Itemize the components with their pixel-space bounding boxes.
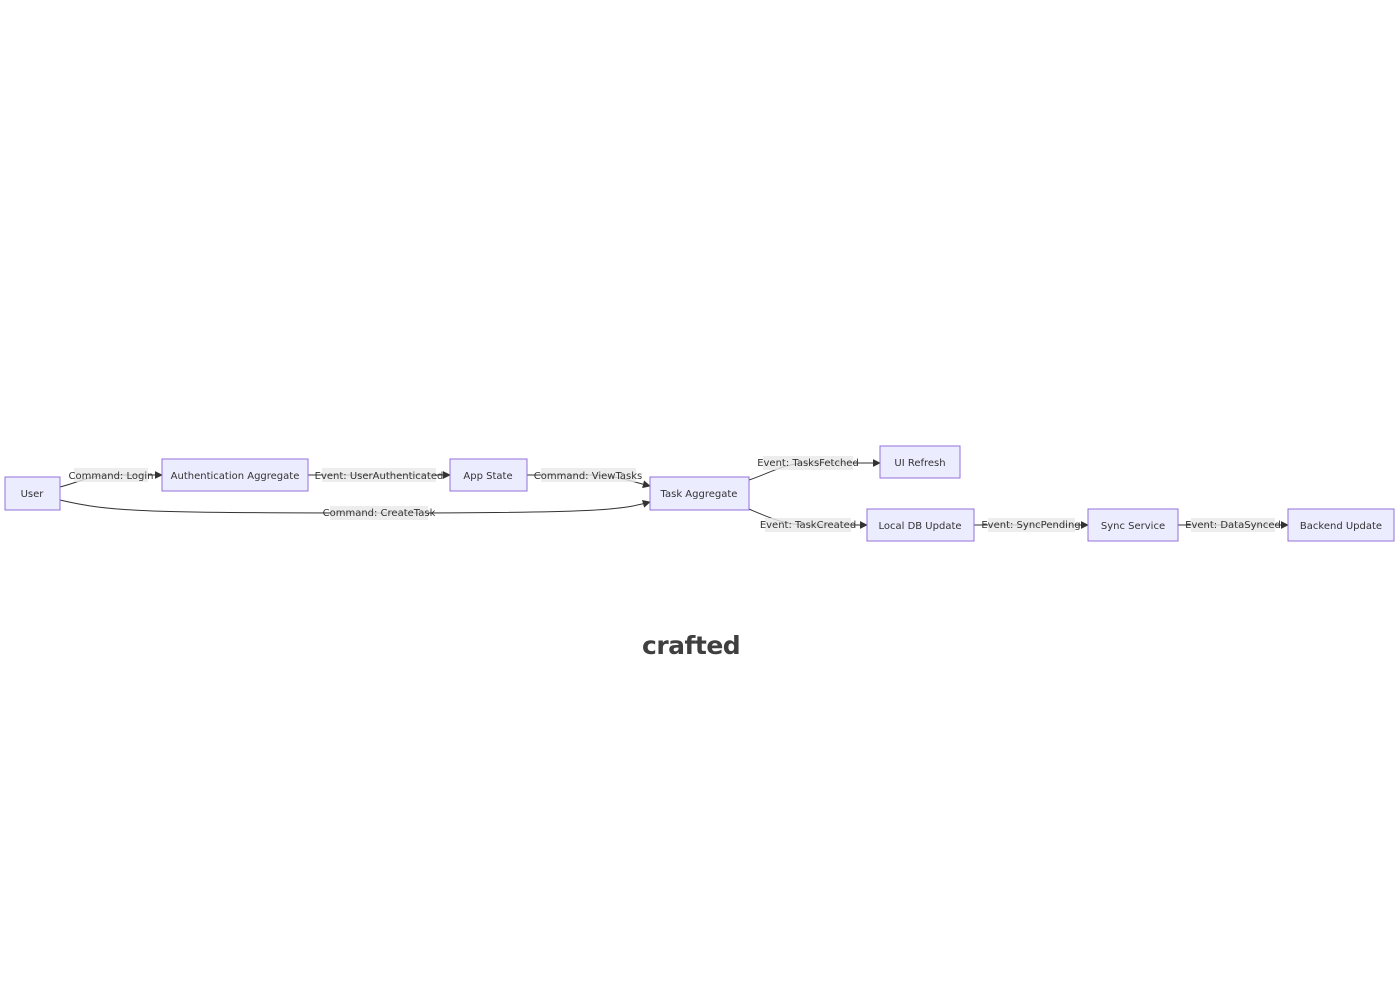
node-label: Authentication Aggregate (171, 471, 300, 482)
edge-label-text: Event: UserAuthenticated (315, 471, 444, 482)
node-label: Task Aggregate (660, 489, 738, 500)
edge-label-create-task: Command: CreateTask (323, 506, 436, 520)
edge-label-login: Command: Login (69, 468, 154, 482)
node-label: UI Refresh (894, 458, 945, 469)
node-authentication-aggregate: Authentication Aggregate (161, 458, 309, 492)
edge-label-text: Command: ViewTasks (534, 471, 642, 482)
edge-label-user-authenticated: Event: UserAuthenticated (315, 468, 444, 482)
node-sync-service: Sync Service (1087, 508, 1179, 542)
node-app-state: App State (449, 458, 528, 492)
node-local-db-update: Local DB Update (866, 508, 975, 542)
edge-label-text: Event: DataSynced (1185, 520, 1281, 531)
edge-label-sync-pending: Event: SyncPending (981, 518, 1081, 532)
node-task-aggregate: Task Aggregate (649, 476, 750, 511)
edge-label-text: Event: SyncPending (981, 520, 1080, 531)
node-label: Sync Service (1101, 521, 1165, 532)
logo-text: crafted (642, 630, 741, 660)
node-label: App State (463, 471, 512, 482)
edge-label-text: Command: Login (69, 471, 154, 482)
node-label: User (21, 489, 45, 500)
crafted-logo: crafted (642, 628, 746, 662)
edge-label-text: Event: TaskCreated (760, 520, 856, 531)
edge-label-text: Event: TasksFetched (757, 458, 859, 469)
node-user: User (4, 476, 61, 511)
edge-label-data-synced: Event: DataSynced (1185, 518, 1281, 532)
edge-label-text: Command: CreateTask (323, 508, 436, 519)
edge-label-task-created: Event: TaskCreated (760, 518, 856, 532)
node-label: Local DB Update (878, 521, 961, 532)
node-ui-refresh: UI Refresh (879, 445, 961, 479)
node-label: Backend Update (1300, 521, 1382, 532)
edge-label-tasks-fetched: Event: TasksFetched (757, 456, 859, 470)
edge-label-view-tasks: Command: ViewTasks (534, 468, 642, 482)
node-backend-update: Backend Update (1287, 508, 1395, 542)
